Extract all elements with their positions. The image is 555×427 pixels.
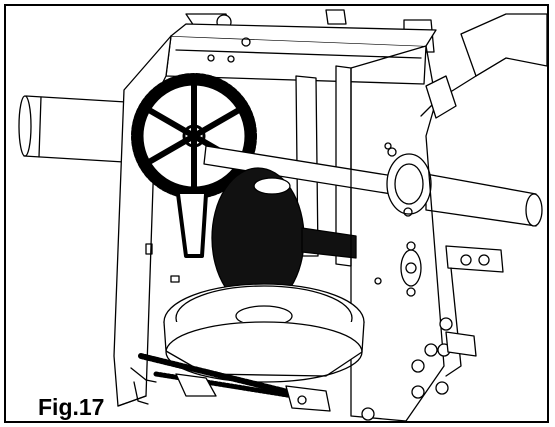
handle-tube: [420, 13, 547, 117]
frame-back-plate: [165, 23, 437, 85]
left-side-plate: [113, 35, 180, 407]
bottom-linkage: [133, 373, 331, 412]
left-axle: [18, 95, 127, 163]
figure-caption: Fig.17: [36, 394, 107, 420]
right-side-plate: [350, 45, 457, 421]
bolt-cluster: [361, 317, 477, 421]
pulley-dish: [163, 283, 365, 383]
right-axle: [386, 147, 543, 227]
mechanical-assembly-drawing: [18, 9, 547, 421]
friction-wheel: [211, 167, 357, 309]
right-bracket: [445, 245, 504, 377]
figure-frame: Fig.17: [4, 4, 549, 423]
